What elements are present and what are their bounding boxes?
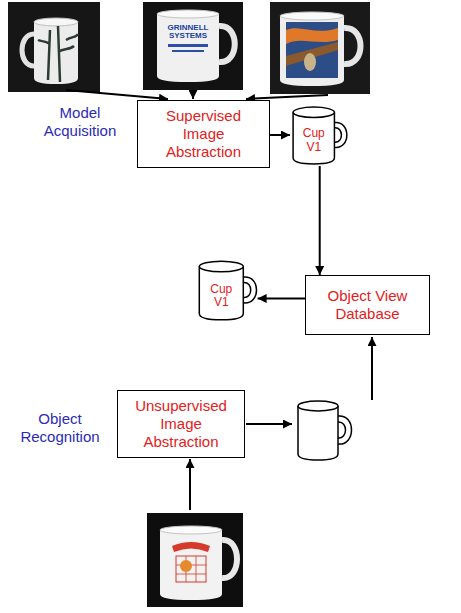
process-box: Supervised Image Abstraction (137, 100, 270, 168)
bamboo-pattern (38, 26, 78, 82)
flow-arrow (270, 134, 290, 136)
cup-rim (293, 107, 334, 117)
node-text: Object View Database (316, 287, 420, 323)
mug-rim (160, 526, 222, 534)
cup-outline (298, 401, 352, 460)
cup-handle (338, 416, 352, 444)
mug-body (160, 530, 222, 600)
mug-print: GRINNELL SYSTEMS (162, 24, 214, 41)
mug-emblem (172, 542, 210, 552)
mug-body (280, 16, 344, 86)
mug-emblem (180, 560, 192, 572)
flow-arrow (246, 95, 328, 99)
mug-body (157, 14, 219, 82)
painting (286, 22, 338, 78)
flow-arrow (246, 423, 292, 425)
photo-ground (8, 2, 100, 92)
photo-ground (270, 2, 370, 94)
cup-handle (243, 277, 256, 303)
flow-arrow (319, 166, 321, 275)
mug-body (34, 22, 78, 84)
mug-rim (280, 12, 344, 20)
cup-rim (298, 401, 338, 411)
mug-photo (270, 2, 370, 94)
flow-arrow (66, 90, 168, 99)
mug-handle (219, 26, 235, 62)
logo-stripe (168, 44, 208, 47)
cup-text-area: Cup V1 (293, 118, 334, 163)
process-box: Unsupervised Image Abstraction (117, 390, 245, 458)
node-text: Supervised Image Abstraction (152, 107, 256, 161)
flow-arrow (258, 298, 305, 300)
mug-rim (34, 18, 78, 26)
logo-stripe (172, 50, 204, 52)
cup-text-area: Cup V1 (199, 273, 243, 320)
cup-handle (334, 122, 346, 147)
cup-body (298, 406, 338, 460)
stage-label: Model Acquisition (28, 104, 132, 140)
painting-figure (304, 53, 316, 71)
cup-rim (199, 261, 243, 272)
photo-ground (143, 2, 243, 90)
cup-model: Cup V1 (196, 258, 262, 322)
database-box: Object View Database (305, 275, 430, 335)
mug-handle (222, 540, 237, 578)
flow-arrow (192, 91, 194, 99)
flow-arrow (371, 337, 373, 400)
cup-body (293, 112, 334, 164)
node-text: Unsupervised Image Abstraction (125, 397, 237, 451)
mug-rim (157, 10, 219, 18)
mug-photo (147, 513, 243, 607)
mug-grid (176, 556, 206, 582)
mug-grid (176, 556, 206, 582)
cup-model: Cup V1 (290, 104, 352, 166)
mug-photo (8, 2, 100, 92)
mug-handle (22, 34, 34, 66)
mug-photo (143, 2, 243, 90)
node-text: Cup V1 (300, 127, 328, 155)
stage-label: Object Recognition (8, 410, 112, 446)
flow-arrow (189, 459, 191, 510)
cup-body (199, 267, 243, 320)
painting-sky (286, 28, 338, 44)
node-text: Cup V1 (207, 283, 235, 311)
photo-ground (147, 513, 243, 607)
mug-handle (344, 28, 361, 64)
